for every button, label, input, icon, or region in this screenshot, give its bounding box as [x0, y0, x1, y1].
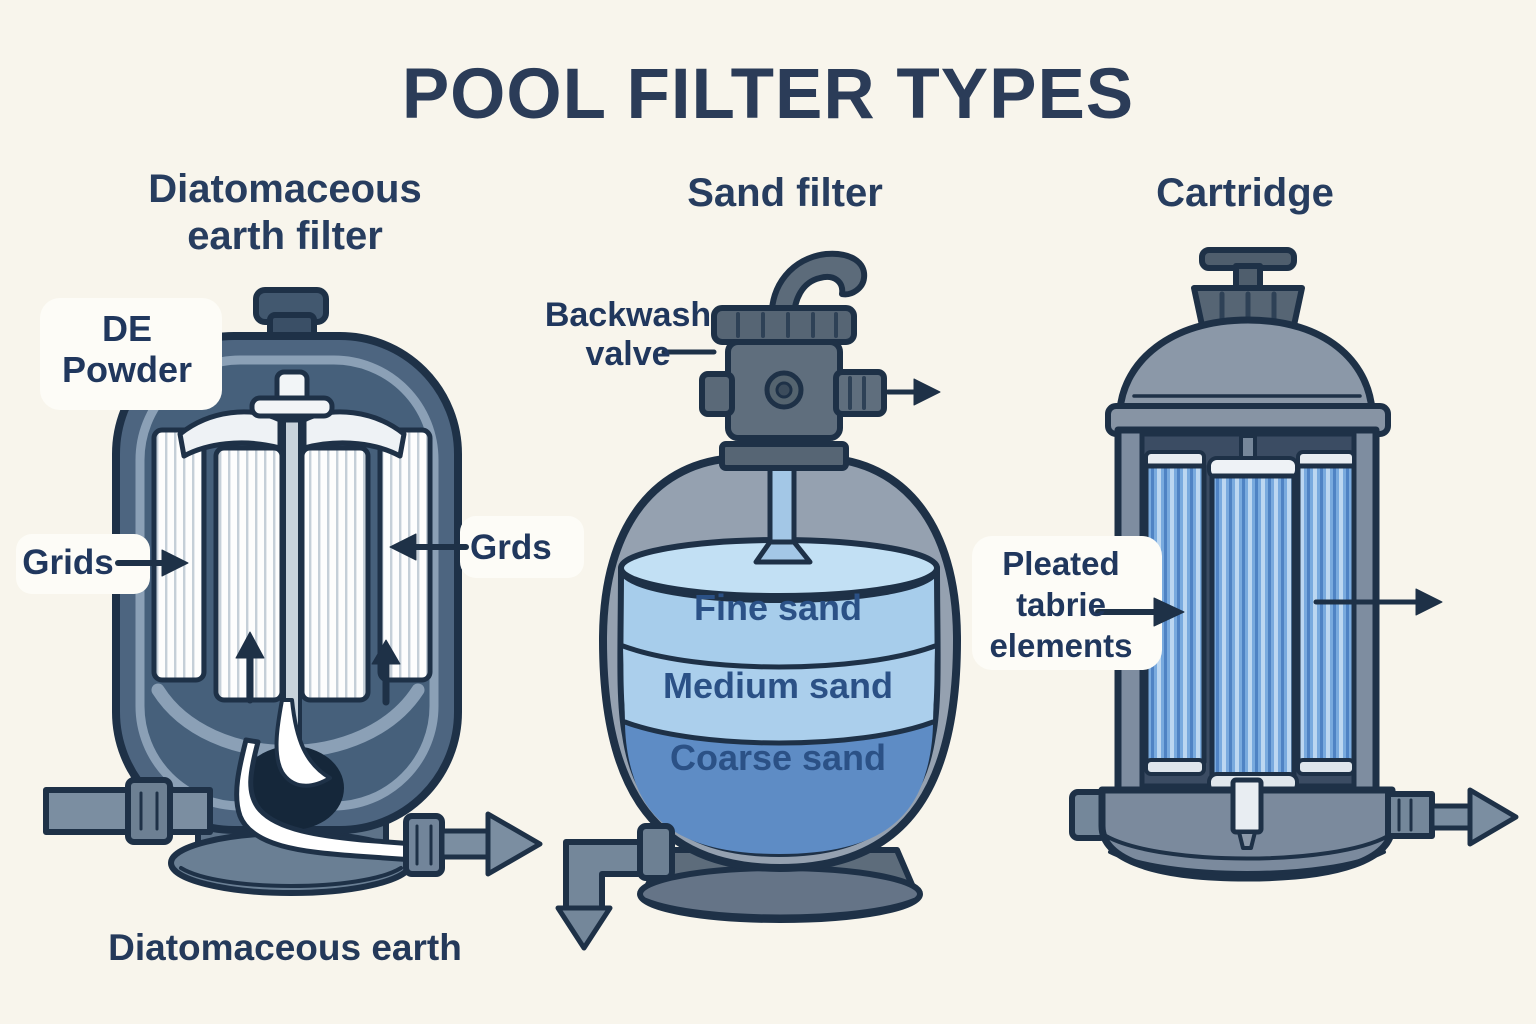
de-powder-line2: Powder [61, 349, 193, 391]
drain-arrow-icon [555, 823, 675, 951]
up-flow-arrow-icon [235, 631, 401, 706]
backwash-valve-label: Backwash valve [542, 296, 714, 374]
de-heading: Diatomaceous earth filter [95, 166, 475, 260]
backwash-line1: Backwash [544, 296, 712, 334]
cartridge-center-pipe [1230, 777, 1264, 850]
pleated-line1: Pleated [1002, 545, 1120, 582]
fine-sand-label: Fine sand [693, 587, 863, 628]
cartridge-out-arrow-icon [1313, 588, 1443, 616]
sand-heading: Sand filter [687, 171, 883, 215]
cartridge-illustration [972, 247, 1519, 882]
de-filter-illustration [16, 287, 584, 896]
sand-bed [617, 537, 941, 857]
pleated-line2: tabrie [1016, 585, 1106, 623]
pleated-line3: elements [989, 626, 1133, 664]
de-inlet-pipe [43, 777, 213, 845]
valve-out-arrow-icon [885, 378, 941, 406]
grids-pointer-arrow-icon [115, 533, 469, 577]
callout-box [972, 536, 1162, 670]
coarse-sand-label: Coarse sand [669, 737, 887, 778]
cartridge-heading: Cartridge [1156, 171, 1334, 215]
main-title: POOL FILTER TYPES [401, 55, 1135, 134]
medium-sand-label: Medium sand [662, 665, 894, 706]
outlet-arrow-icon [1385, 787, 1519, 847]
de-caption: Diatomaceous earth [108, 927, 462, 968]
pleated-pointer-arrow-icon [1095, 597, 1185, 627]
grid-manifold [177, 369, 407, 459]
grid-cartridge [299, 445, 371, 703]
sand-divider [622, 719, 936, 746]
sand-filter-illustration [555, 250, 961, 951]
sand-divider [620, 643, 938, 670]
flow-swoosh [234, 698, 417, 863]
grid-cartridge [151, 427, 207, 683]
grid-center-post [282, 406, 302, 742]
sand-layer-coarse [625, 722, 933, 854]
sand-layer-medium [623, 646, 935, 743]
cartridge-element [1295, 450, 1357, 776]
de-heading-line2: earth filter [187, 214, 383, 259]
backwash-valve [699, 250, 887, 471]
backwash-line2: valve [585, 335, 671, 374]
de-powder-label: DE Powder [42, 308, 212, 391]
de-outlet-arrow-icon [403, 811, 543, 877]
pleated-elements-label: Pleated tabrie elements [975, 544, 1147, 667]
grids-label-right: Grds [470, 528, 552, 567]
de-heading-line1: Diatomaceous [148, 167, 422, 211]
grids-label-left: Grids [22, 543, 114, 582]
cartridge-lid [1105, 316, 1391, 437]
cartridge-element [1207, 456, 1299, 794]
callout-box [16, 298, 584, 594]
de-powder-line1: DE [101, 308, 152, 349]
valve-handle [768, 250, 868, 321]
